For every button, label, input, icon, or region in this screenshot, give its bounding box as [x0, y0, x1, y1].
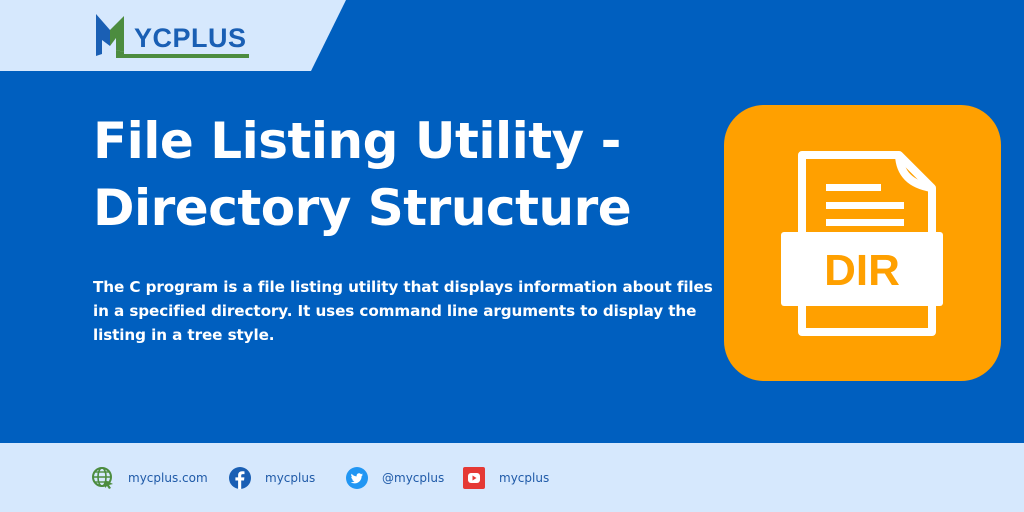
description-text: The C program is a file listing utility …: [93, 278, 713, 344]
footer-youtube-label: mycplus: [499, 471, 550, 485]
logo-text: YCPLUS: [134, 23, 247, 53]
twitter-icon: [346, 467, 368, 489]
footer-youtube-link[interactable]: mycplus: [463, 467, 549, 489]
dir-file-icon: DIR: [781, 151, 943, 336]
footer-band: [0, 443, 1024, 512]
logo-mark-icon: [96, 14, 249, 60]
dir-file-icon-card: DIR: [724, 105, 1001, 381]
youtube-icon: [463, 467, 485, 489]
globe-icon: [92, 467, 113, 489]
footer-facebook-link[interactable]: mycplus: [229, 467, 315, 489]
facebook-icon: [229, 467, 251, 489]
footer-website-label: mycplus.com: [128, 471, 208, 485]
footer-twitter-link[interactable]: @mycplus: [346, 467, 444, 489]
footer-facebook-label: mycplus: [265, 471, 316, 485]
top-banner: [0, 0, 1024, 71]
footer-website-link[interactable]: mycplus.com: [92, 467, 208, 489]
banner-shape: [0, 0, 346, 71]
mycplus-logo[interactable]: YCPLUS: [94, 12, 254, 60]
title-line-2: Directory Structure: [93, 179, 632, 237]
title-line-1: File Listing Utility -: [93, 112, 621, 170]
footer-twitter-label: @mycplus: [382, 471, 445, 485]
dir-label: DIR: [824, 246, 900, 295]
page-title: File Listing Utility - Directory Structu…: [93, 108, 632, 242]
